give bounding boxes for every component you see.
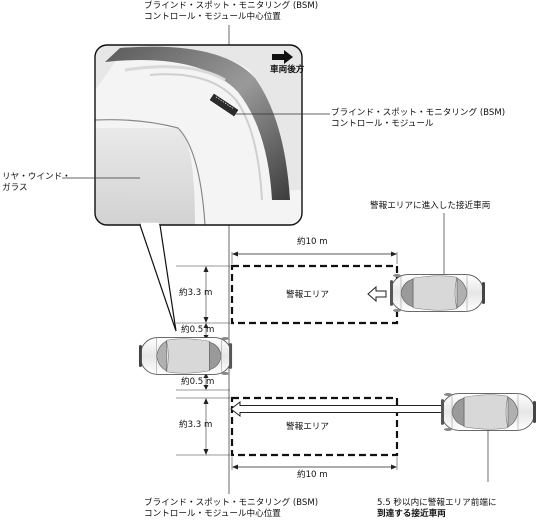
bsm-center-bottom-line2: コントロール・モジュール中心位置 [144, 509, 281, 519]
alert-zone-upper-label: 警報エリア [286, 290, 329, 300]
approach-arrow-long-icon [230, 400, 443, 418]
bsm-module-label: ブラインド・スポット・モニタリング (BSM) コントロール・モジュール [331, 108, 505, 130]
bsm-center-label-top: ブラインド・スポット・モニタリング (BSM) コントロール・モジュール中心位置 [144, 1, 318, 23]
host-vehicle [138, 336, 233, 376]
bsm-module [209, 93, 239, 117]
alert-zone-lower-label: 警報エリア [286, 422, 329, 432]
rear-window-line1: リヤ・ウインド・ [2, 172, 71, 182]
upper-gap-label: 約0.5 m [181, 325, 215, 335]
rear-window-label: リヤ・ウインド・ ガラス [2, 172, 71, 194]
upper-width-label: 約3.3 m [179, 288, 213, 298]
rear-window-line2: ガラス [2, 183, 28, 193]
approaching-vehicle-5s-line1: 5.5 秒以内に警報エリア前端に [377, 498, 497, 508]
rear-window-glass [95, 128, 195, 225]
lower-gap-label: 約0.5 m [181, 377, 215, 387]
bsm-module-line2: コントロール・モジュール [331, 119, 434, 129]
callout-panel [94, 44, 303, 332]
approaching-vehicle-5s-line2: 到達する接近車両 [377, 509, 446, 519]
vehicle-rear-arrow-icon [272, 50, 293, 64]
approaching-vehicle-5s [440, 392, 537, 432]
approaching-vehicle-5s-label: 5.5 秒以内に警報エリア前端に 到達する接近車両 [377, 498, 497, 520]
approaching-vehicle-in-zone-label: 警報エリアに進入した接近車両 [370, 201, 491, 211]
alert-zone-lower [230, 396, 399, 457]
approach-arrow-short-icon [367, 285, 387, 303]
lower-width-label: 約3.3 m [179, 420, 213, 430]
bsm-center-bottom-line1: ブラインド・スポット・モニタリング (BSM) [144, 498, 319, 508]
approaching-vehicle-in-zone [389, 273, 486, 313]
bsm-center-label-bottom: ブラインド・スポット・モニタリング (BSM) コントロール・モジュール中心位置 [144, 498, 318, 520]
vehicle-rear-label: 車両後方 [270, 65, 305, 75]
bottom-length-label: 約10 m [297, 470, 328, 480]
top-length-label: 約10 m [297, 237, 328, 247]
bsm-module-line1: ブラインド・スポット・モニタリング (BSM) [331, 108, 506, 118]
bsm-center-top-line2: コントロール・モジュール中心位置 [144, 12, 281, 22]
bsm-center-top-line1: ブラインド・スポット・モニタリング (BSM) [144, 1, 319, 11]
c-pillar [105, 46, 290, 200]
